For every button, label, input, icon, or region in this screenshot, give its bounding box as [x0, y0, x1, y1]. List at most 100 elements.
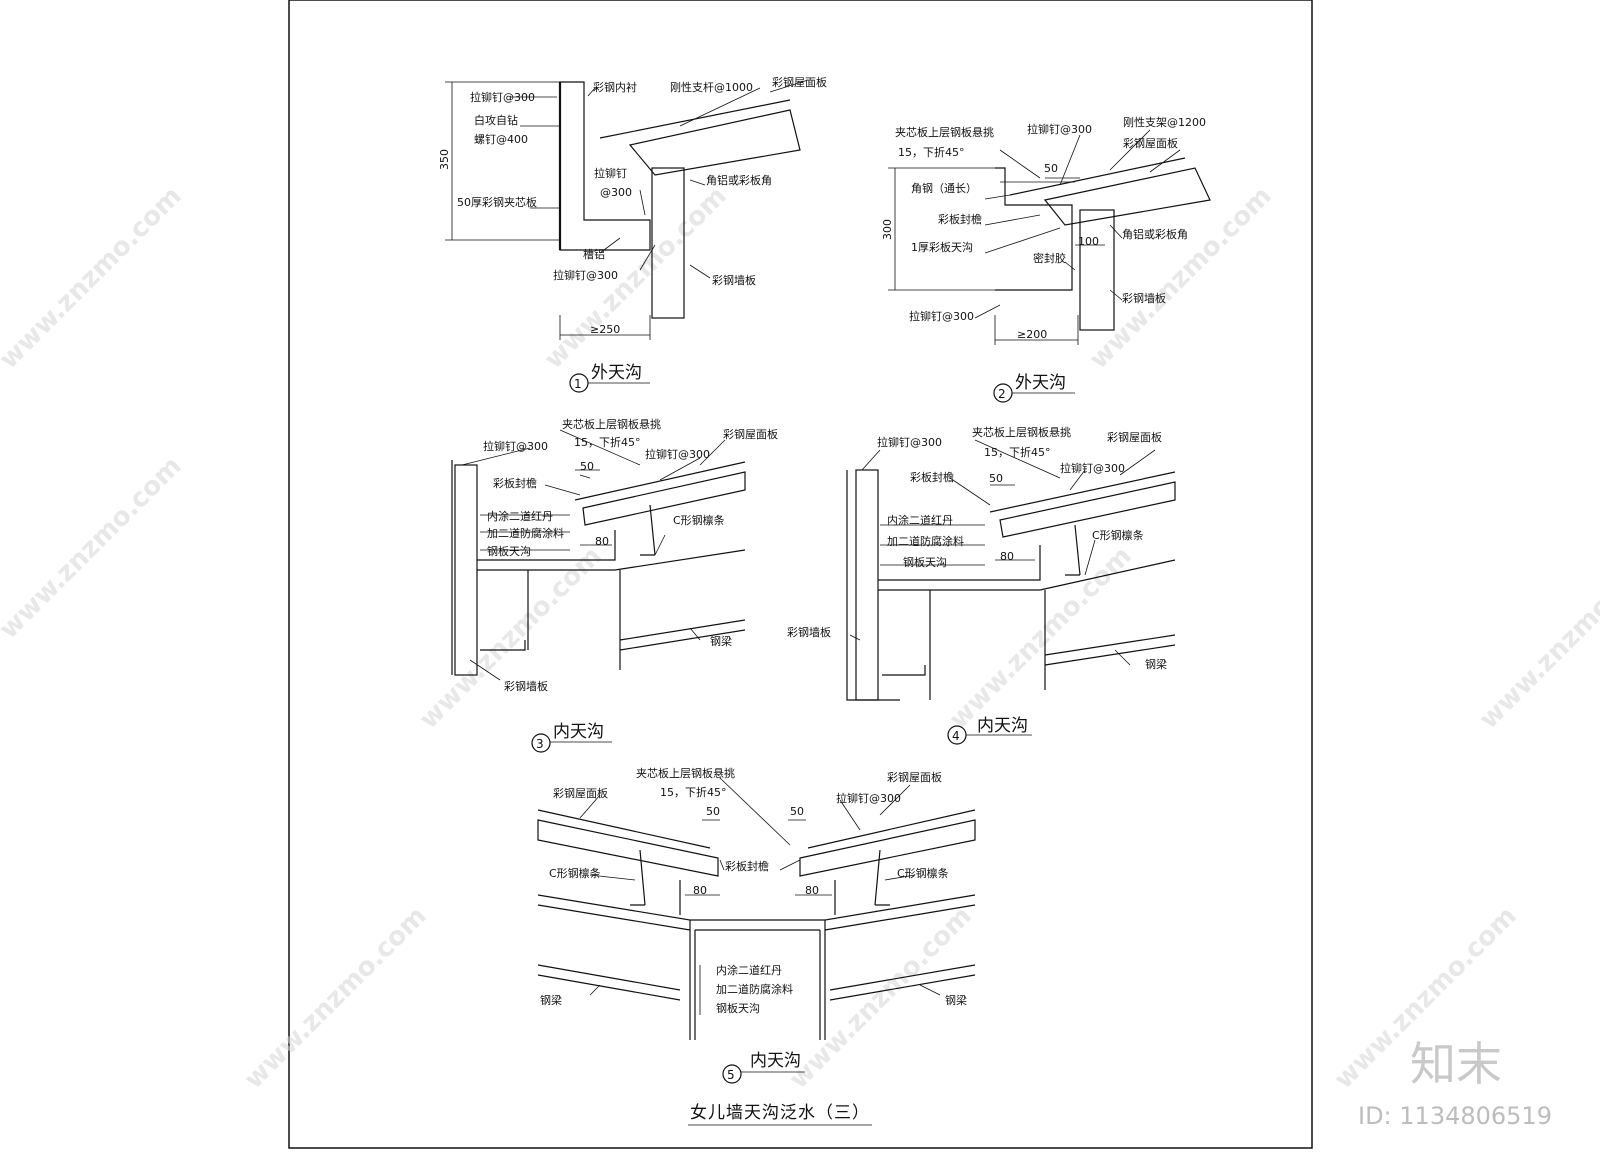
detail-2: 夹芯板上层钢板悬挑 15，下折45° 拉铆钉@300 刚性支架@1200 彩钢屋… — [881, 115, 1211, 403]
detail-1: 拉铆钉@300 白攻自钻 螺钉@400 彩钢内衬 刚性支杆@1000 彩钢屋面板… — [438, 75, 827, 393]
watermark-text: www.znzmo.com — [0, 451, 188, 645]
dimension: 100 — [1078, 235, 1099, 248]
detail-number: 5 — [727, 1068, 735, 1082]
detail-4: 拉铆钉@300 夹芯板上层钢板悬挑 15，下折45° 彩钢屋面板 彩板封檐 50… — [787, 425, 1176, 745]
label: 螺钉@400 — [474, 133, 528, 146]
detail-number: 4 — [952, 729, 960, 743]
label: 彩钢屋面板 — [553, 786, 608, 800]
dimension: 50 — [1044, 162, 1058, 175]
label: 彩板封檐 — [938, 212, 982, 226]
label: 内涂二道红丹 — [716, 963, 782, 977]
dimension: 50 — [989, 472, 1003, 485]
label: 夹芯板上层钢板悬挑 — [895, 125, 994, 139]
label: 角铝或彩板角 — [706, 173, 772, 187]
label: 拉铆钉@300 — [553, 268, 618, 282]
detail-number-circle — [722, 1064, 742, 1084]
label: C形钢檩条 — [1092, 528, 1144, 542]
detail-title: 外天沟 — [1015, 373, 1066, 393]
dimension: 50 — [790, 805, 804, 818]
dimension: 350 — [438, 149, 451, 170]
watermark-text: www.znzmo.com — [0, 181, 188, 375]
label: 15，下折45° — [898, 145, 965, 159]
sheet-frame — [288, 0, 1313, 1149]
dimension: 80 — [1000, 550, 1014, 563]
dimension: 80 — [595, 535, 609, 548]
label: C形钢檩条 — [549, 866, 601, 880]
label: 50厚彩钢夹芯板 — [457, 195, 537, 209]
label: 拉铆钉@300 — [470, 90, 535, 104]
label: 钢梁 — [540, 993, 562, 1007]
label: 15，下折45° — [574, 435, 641, 449]
dimension: ≥200 — [1017, 328, 1047, 341]
detail-title: 内天沟 — [977, 716, 1028, 736]
label: 彩钢墙板 — [712, 273, 756, 287]
dimension: 50 — [580, 460, 594, 473]
label: 加二道防腐涂料 — [487, 526, 564, 540]
detail-5: 夹芯板上层钢板悬挑 15，下折45° 彩钢屋面板 彩钢屋面板 50 50 拉铆钉… — [537, 766, 976, 1084]
label: 角钢（通长） — [911, 182, 977, 195]
label: 夹芯板上层钢板悬挑 — [636, 766, 735, 780]
label: 拉铆钉@300 — [836, 791, 901, 805]
label: 彩钢屋面板 — [1107, 430, 1162, 444]
label: 夹芯板上层钢板悬挑 — [972, 425, 1071, 439]
label: 密封胶 — [1033, 251, 1066, 265]
detail-number: 2 — [998, 387, 1006, 401]
label: 拉铆钉@300 — [483, 439, 548, 453]
detail-number: 1 — [574, 377, 582, 391]
label: 拉铆钉@300 — [877, 435, 942, 449]
label: 钢梁 — [710, 634, 732, 648]
detail-title: 外天沟 — [591, 363, 642, 383]
label: 内涂二道红丹 — [487, 509, 553, 523]
label: 钢板天沟 — [903, 555, 947, 569]
dimension: 50 — [706, 805, 720, 818]
label: 钢板天沟 — [716, 1001, 760, 1015]
label: 拉铆钉@300 — [645, 447, 710, 461]
label: 钢板天沟 — [487, 544, 531, 558]
label: 钢梁 — [945, 993, 967, 1007]
label: 彩板封檐 — [725, 859, 769, 873]
watermark-text: www.znzmo.com — [1474, 541, 1600, 735]
label: 彩钢屋面板 — [1123, 136, 1178, 150]
label: 角铝或彩板角 — [1122, 227, 1188, 241]
label: 白攻自钻 — [474, 113, 518, 127]
label: 彩钢屋面板 — [723, 427, 778, 441]
label: 15，下折45° — [984, 445, 1051, 459]
label: 彩钢屋面板 — [887, 770, 942, 784]
detail-title: 内天沟 — [750, 1051, 801, 1071]
label: 彩板封檐 — [493, 476, 537, 490]
image-id-watermark: ID: 1134806519 — [1358, 1102, 1552, 1130]
label: 15，下折45° — [660, 785, 727, 799]
label: 钢梁 — [1145, 657, 1167, 671]
label: 内涂二道红丹 — [887, 513, 953, 527]
detail-number: 3 — [536, 737, 544, 751]
label: 彩钢屋面板 — [772, 75, 827, 89]
dimension: 300 — [881, 219, 894, 240]
label: 拉铆钉@300 — [909, 309, 974, 323]
label: 拉铆钉 — [594, 166, 627, 180]
label: 彩钢墙板 — [504, 679, 548, 693]
label: 彩钢内衬 — [593, 80, 637, 94]
detail-title: 内天沟 — [553, 722, 604, 742]
label: 拉铆钉@300 — [1060, 461, 1125, 475]
watermark-text: www.znzmo.com — [944, 541, 1138, 735]
label: C形钢檩条 — [673, 513, 725, 527]
detail-number-circle — [531, 733, 551, 753]
label: 刚性支架@1200 — [1123, 115, 1206, 129]
dimension: ≥250 — [590, 323, 620, 336]
label: 刚性支杆@1000 — [670, 80, 753, 94]
label: @300 — [600, 186, 632, 199]
label: C形钢檩条 — [897, 866, 949, 880]
detail-3: 夹芯板上层钢板悬挑 15，下折45° 彩钢屋面板 拉铆钉@300 50 彩板封檐… — [451, 417, 778, 753]
label: 彩钢墙板 — [1122, 291, 1166, 305]
label: 加二道防腐涂料 — [716, 982, 793, 996]
label: 拉铆钉@300 — [1027, 122, 1092, 136]
sheet-title: 女儿墙天沟泛水（三） — [690, 1103, 870, 1123]
label: 加二道防腐涂料 — [887, 534, 964, 548]
label: 1厚彩板天沟 — [911, 240, 973, 254]
label: 夹芯板上层钢板悬挑 — [562, 417, 661, 431]
watermark-text: www.znzmo.com — [239, 901, 433, 1095]
label: 彩板封檐 — [910, 470, 954, 484]
dimension: 80 — [805, 884, 819, 897]
brand-watermark: 知末 — [1410, 1037, 1502, 1091]
